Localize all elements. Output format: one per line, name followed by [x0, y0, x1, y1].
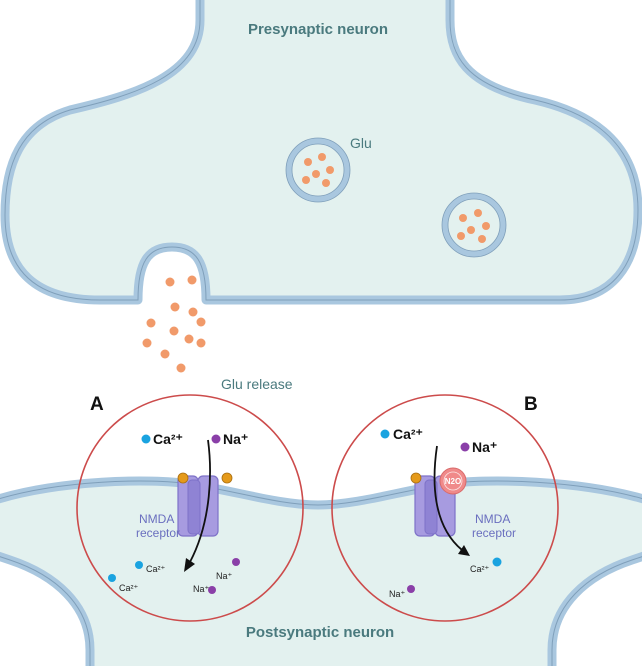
nmda-receptor-label: NMDA receptor: [136, 512, 180, 540]
glutamate-binding-site: [410, 472, 422, 484]
vesicle: [285, 137, 351, 203]
n2o-blocker: N2O: [439, 467, 467, 495]
glutamate-molecule: [187, 275, 197, 285]
sodium-label: Na⁺: [389, 589, 406, 599]
glutamate-molecule: [467, 226, 475, 234]
glutamate-molecule: [318, 153, 326, 161]
sodium-ion: [211, 434, 221, 444]
n2o-label: N2O: [445, 477, 461, 486]
vesicle: [441, 192, 507, 258]
glutamate-molecule: [312, 170, 320, 178]
panel-a-circle: [76, 394, 304, 622]
glutamate-molecule: [169, 326, 179, 336]
released-glutamate: [142, 275, 206, 373]
glutamate-molecule: [322, 179, 330, 187]
calcium-ion: [492, 557, 502, 567]
calcium-label: Ca²⁺: [393, 426, 423, 442]
glutamate-molecule: [474, 209, 482, 217]
nmda-receptor: [177, 472, 233, 537]
glu-label: Glu: [350, 135, 372, 151]
postsynaptic-membrane-outline: [0, 480, 642, 666]
sodium-ion: [232, 558, 240, 566]
panel-b: B N2O Ca²⁺ Na⁺ NMDA receptor Ca²⁺ Na⁺: [331, 394, 559, 622]
glutamate-molecule: [478, 235, 486, 243]
sodium-ion: [407, 585, 415, 593]
glutamate-molecule: [196, 317, 206, 327]
sodium-label: Na⁺: [223, 431, 248, 447]
glutamate-molecule: [176, 363, 186, 373]
presynaptic-membrane-outline: [4, 0, 639, 301]
glutamate-binding-site: [177, 472, 189, 484]
postsynaptic-label: Postsynaptic neuron: [246, 624, 394, 641]
calcium-ion: [108, 574, 116, 582]
glutamate-binding-site: [221, 472, 233, 484]
nmda-receptor: [410, 472, 456, 537]
calcium-ion: [135, 561, 143, 569]
arrow-head: [458, 545, 470, 556]
calcium-label: Ca²⁺: [119, 583, 139, 593]
presynaptic-label: Presynaptic neuron: [248, 21, 388, 38]
calcium-label: Ca²⁺: [470, 564, 490, 574]
glu-release-label: Glu release: [221, 376, 293, 392]
calcium-ion: [380, 429, 390, 439]
glutamate-molecule: [302, 176, 310, 184]
glutamate-molecule: [188, 307, 198, 317]
panel-b-circle: [331, 394, 559, 622]
ion-flow-arrow: [433, 445, 463, 551]
sodium-label: Na⁺: [193, 584, 210, 594]
sodium-label: Na⁺: [216, 571, 233, 581]
arrow-head: [184, 558, 195, 572]
sodium-ion: [460, 442, 470, 452]
glutamate-molecule: [304, 158, 312, 166]
glutamate-molecule: [482, 222, 490, 230]
panel-a-letter: A: [90, 394, 104, 415]
panel-b-letter: B: [524, 394, 538, 415]
postsynaptic-neuron: Postsynaptic neuron: [0, 476, 642, 666]
glutamate-molecule: [146, 318, 156, 328]
panel-a: A Ca²⁺ Na⁺ NMDA receptor Ca²⁺ Ca²⁺ Na⁺ N…: [76, 394, 304, 622]
glutamate-molecule: [170, 302, 180, 312]
ion-flow-arrow: [189, 439, 211, 563]
glutamate-molecule: [326, 166, 334, 174]
glutamate-molecule: [184, 334, 194, 344]
glutamate-molecule: [165, 277, 175, 287]
glutamate-molecule: [160, 349, 170, 359]
glutamate-molecule: [142, 338, 152, 348]
sodium-label: Na⁺: [472, 439, 497, 455]
glutamate-molecule: [457, 232, 465, 240]
sodium-ion: [208, 586, 216, 594]
calcium-ion: [141, 434, 151, 444]
calcium-label: Ca²⁺: [153, 431, 183, 447]
glutamate-molecule: [196, 338, 206, 348]
glutamate-molecule: [459, 214, 467, 222]
nmda-receptor-label: NMDA receptor: [472, 512, 516, 540]
calcium-label: Ca²⁺: [146, 564, 166, 574]
